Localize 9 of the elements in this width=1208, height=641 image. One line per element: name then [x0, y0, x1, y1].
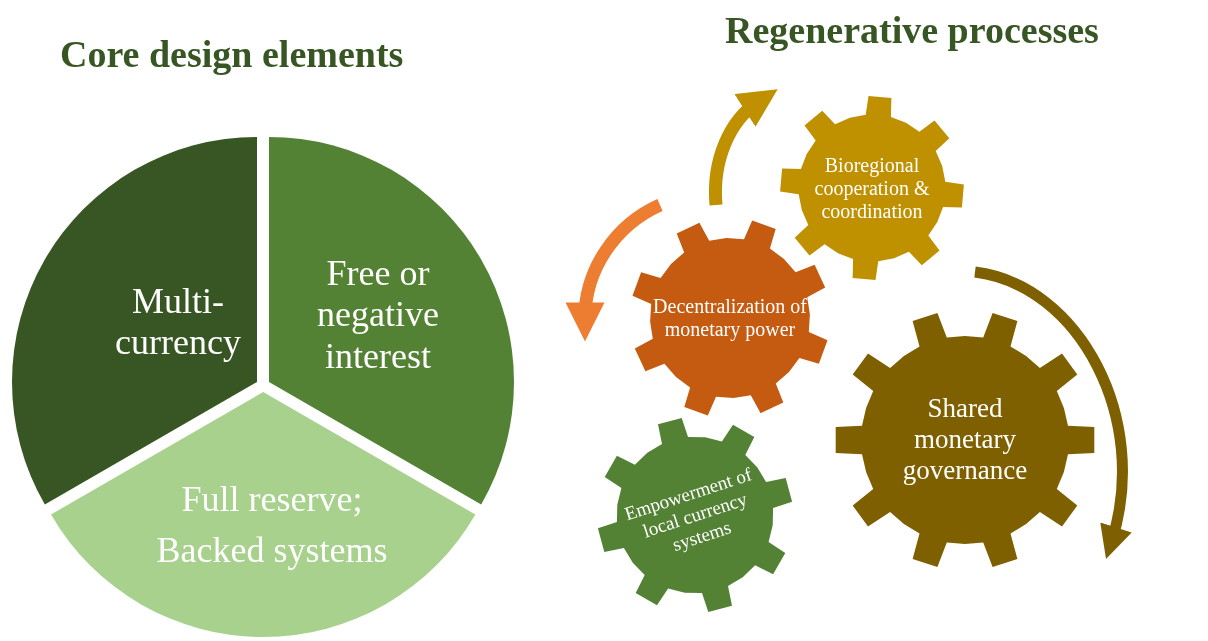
segment-label: Backed systems — [156, 530, 388, 572]
section-heading: Regenerative processes — [725, 8, 1099, 52]
gear-label: Bioregional cooperation & coordination — [813, 153, 931, 223]
segment-label: Free or negative interest — [316, 252, 440, 378]
segment-label: Full reserve; — [181, 478, 363, 520]
segment-label: Multi-currency — [114, 280, 242, 364]
section-heading: Core design elements — [60, 32, 404, 76]
gear-label: Decentralization of monetary power — [652, 295, 808, 341]
gear-label: Shared monetary governance — [901, 393, 1029, 487]
